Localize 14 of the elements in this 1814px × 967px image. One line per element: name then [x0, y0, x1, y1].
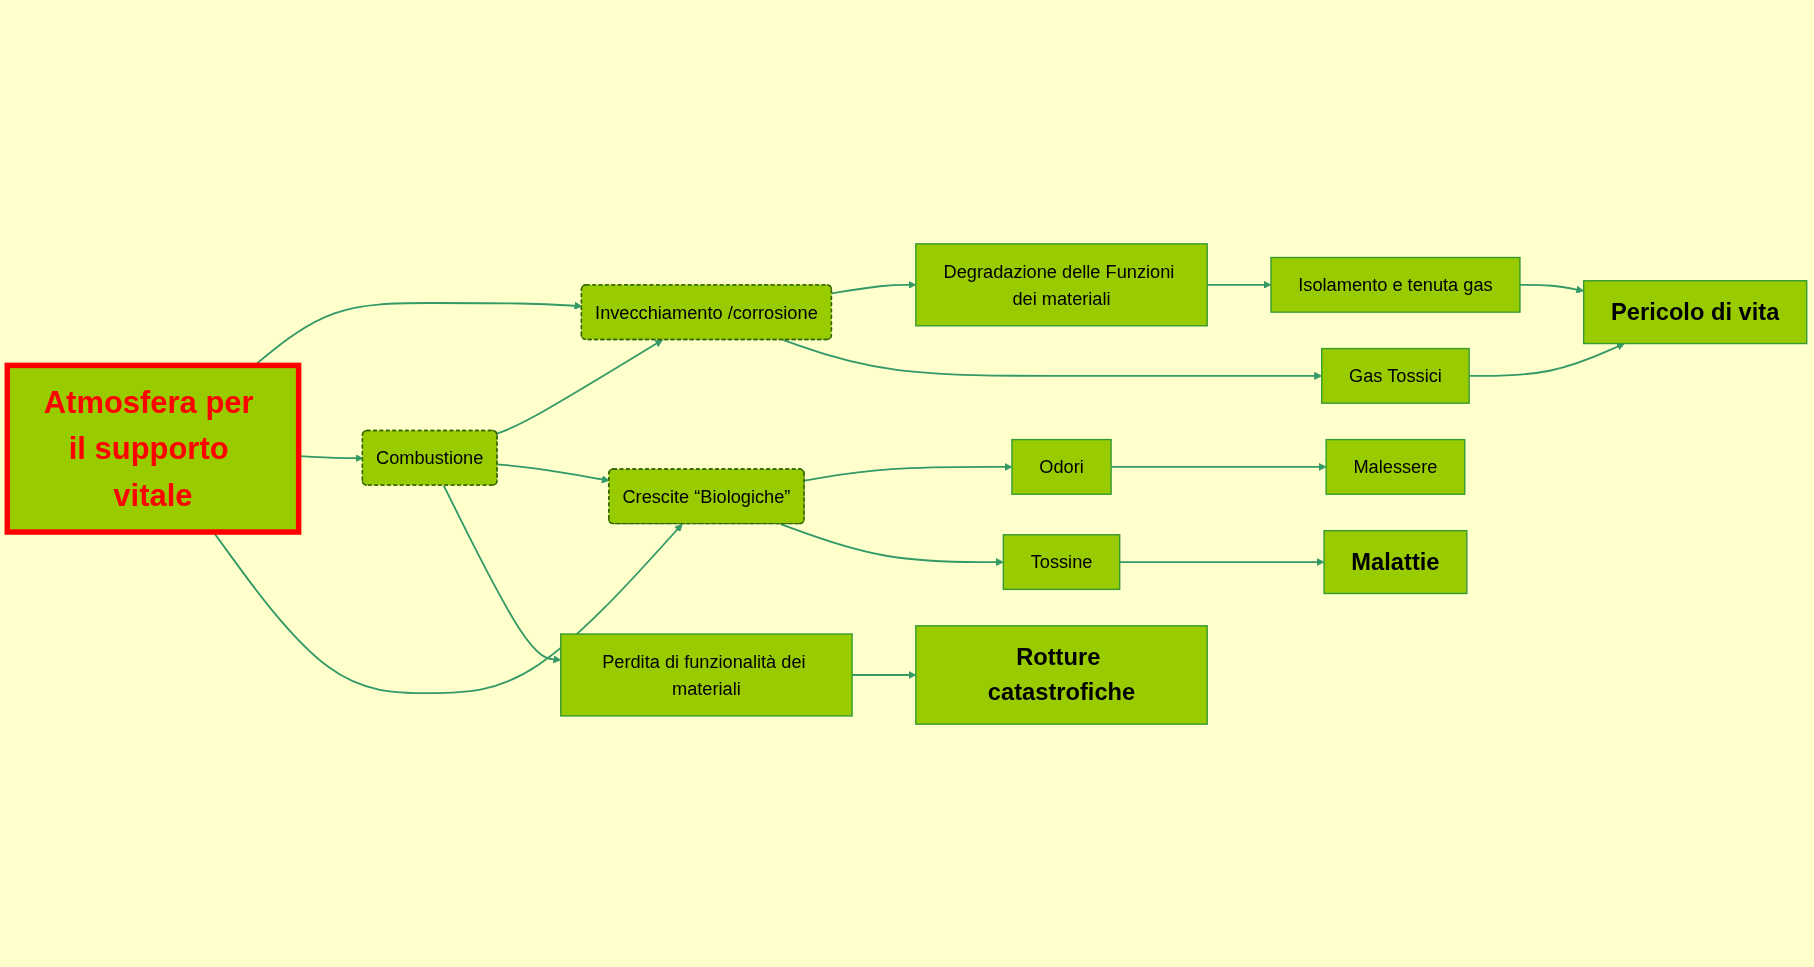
- node-box: Isolamento e tenuta gas: [1270, 256, 1521, 313]
- arrow: [212, 523, 683, 694]
- node-box: Gas Tossici: [1321, 347, 1470, 404]
- node-box: Degradazione delle Funzioni dei materiali: [915, 242, 1208, 326]
- arrow: [496, 339, 663, 435]
- node-box: Malessere: [1325, 438, 1466, 495]
- node-box: Tossine: [1002, 533, 1121, 590]
- node-box: Odori: [1011, 438, 1112, 495]
- node-box: Rotture catastrofiche: [915, 624, 1208, 725]
- node-box: Perdita di funzionalità dei materiali: [560, 632, 853, 717]
- node-box: Malattie: [1323, 529, 1468, 594]
- arrow: [779, 522, 1004, 566]
- node-box: Atmosfera per il supporto vitale: [4, 362, 302, 535]
- node-box: Pericolo di vita: [1583, 279, 1808, 344]
